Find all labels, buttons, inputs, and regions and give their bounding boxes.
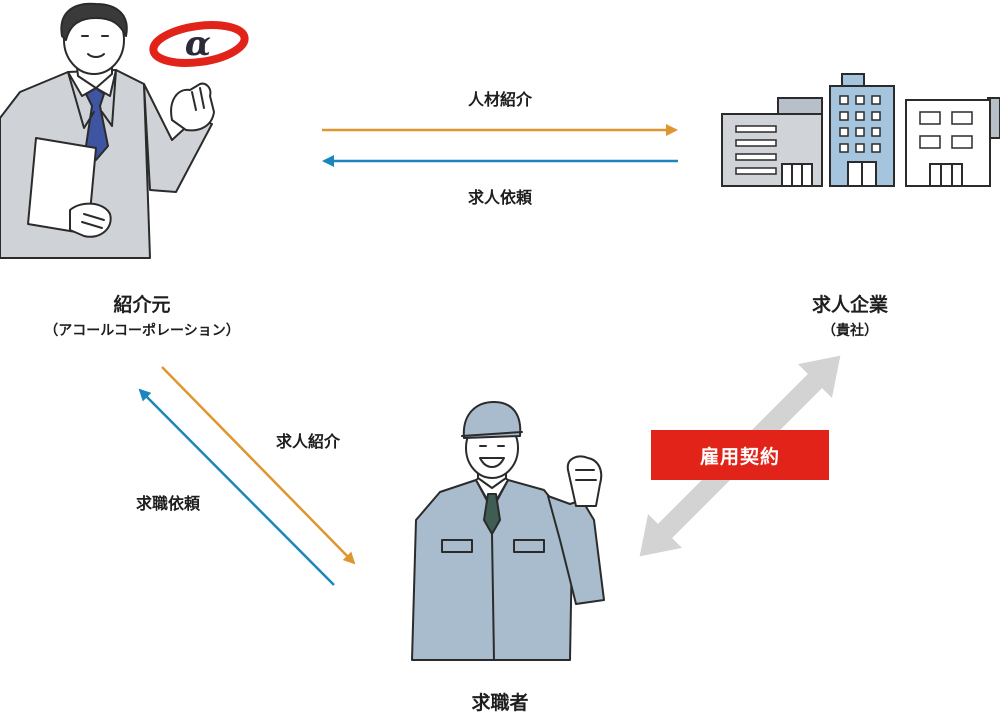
company-subtitle: （貴社） bbox=[822, 323, 878, 339]
company-logo bbox=[149, 21, 249, 67]
agency-subtitle: （アコールコーポレーション） bbox=[44, 323, 240, 339]
label-company-to-agency: 求人依頼 bbox=[468, 188, 533, 207]
label-seeker-to-agency: 求職依頼 bbox=[136, 494, 201, 513]
employment-contract-label: 雇用契約 bbox=[699, 445, 780, 468]
seeker-title: 求職者 bbox=[471, 692, 529, 714]
arrow-agency-to-seeker bbox=[161, 366, 356, 565]
logo-alpha-glyph: α bbox=[184, 24, 212, 64]
label-agency-to-seeker: 求人紹介 bbox=[276, 432, 341, 451]
seeker-person-illustration bbox=[411, 401, 605, 661]
label-agency-to-company: 人材紹介 bbox=[468, 90, 533, 109]
company-title: 求人企業 bbox=[811, 294, 888, 316]
arrow-seeker-to-agency bbox=[138, 388, 335, 586]
employment-contract-badge: 雇用契約 bbox=[651, 430, 829, 480]
agency-title: 紹介元 bbox=[113, 294, 171, 316]
agency-person-illustration bbox=[0, 2, 215, 259]
buildings-illustration bbox=[721, 73, 1000, 187]
logo-mark: α bbox=[150, 20, 246, 68]
